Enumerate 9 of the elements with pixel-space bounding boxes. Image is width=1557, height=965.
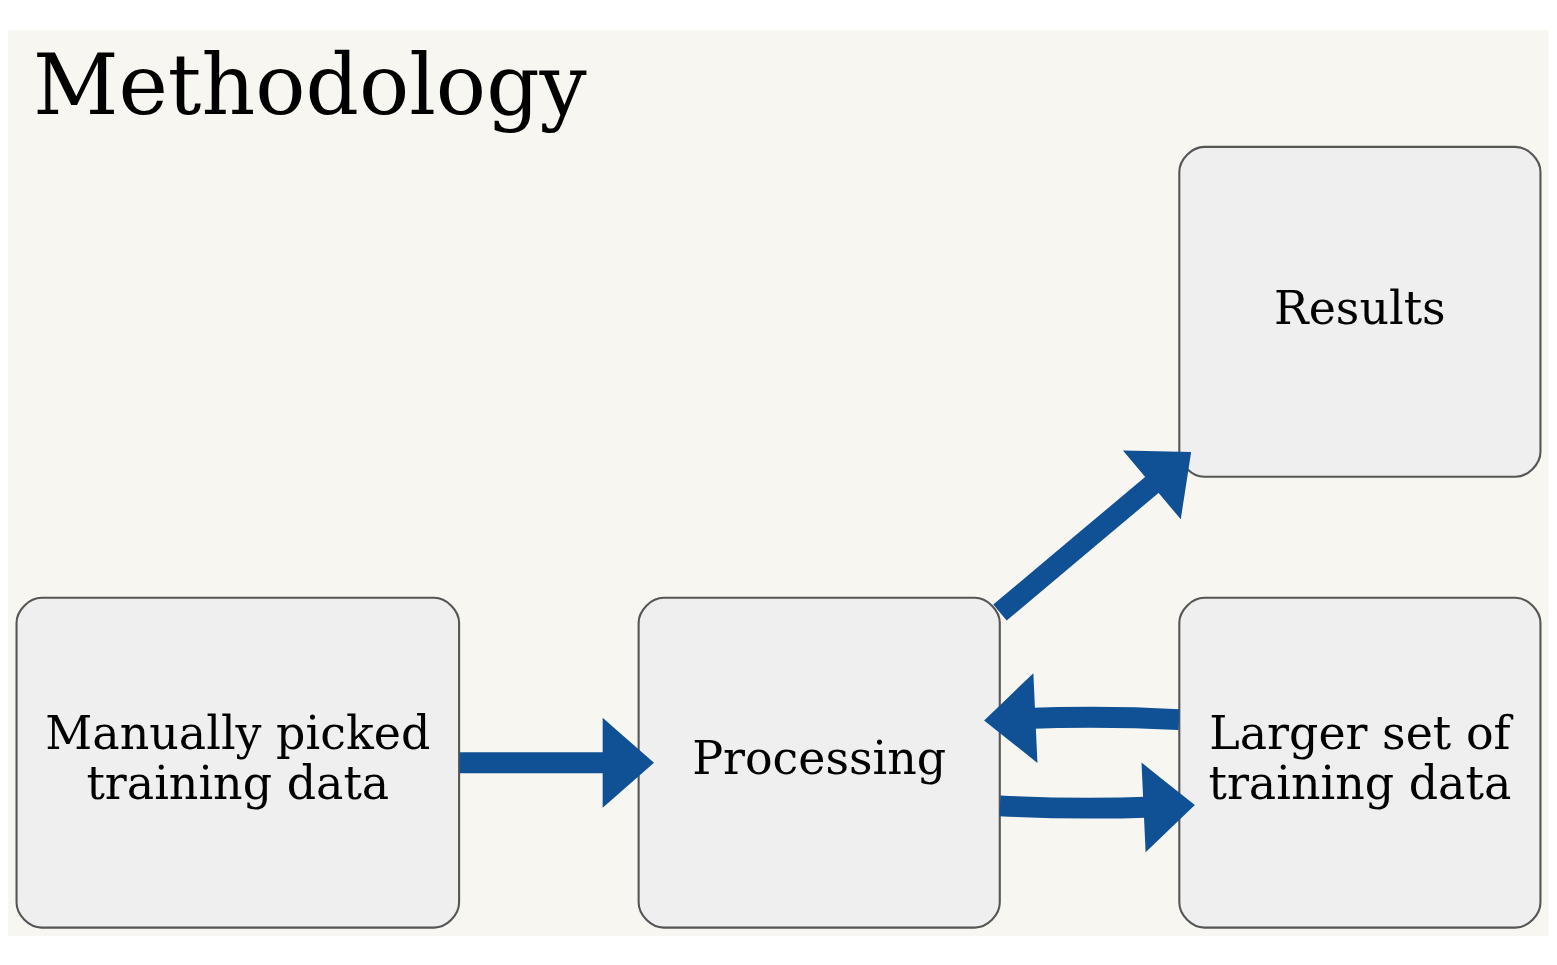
node-box: Larger set of training data [1178,596,1542,929]
arrow [984,672,1180,763]
diagram-title: Methodology [32,35,587,133]
node-box: Results [1178,145,1542,478]
node-box: Processing [637,596,1001,929]
node-box: Manually picked training data [15,596,461,929]
arrow [993,450,1192,621]
arrow [459,717,654,808]
arrow [999,762,1195,852]
